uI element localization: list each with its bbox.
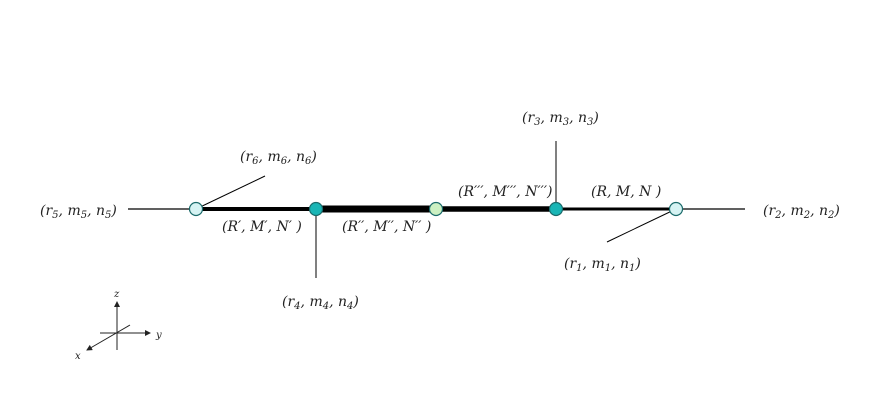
branch-r1-line	[606, 208, 677, 243]
branch-r6-line	[195, 175, 266, 210]
node-junction-r4	[308, 201, 324, 217]
coordinate-axes: z y x	[75, 289, 162, 362]
label-r1: (r1, m1, n1)	[564, 256, 641, 274]
y-axis-label: y	[155, 330, 162, 341]
node-junction-r3	[548, 201, 564, 217]
label-r3: (r3, m3, n3)	[522, 110, 599, 128]
node-middle	[428, 201, 444, 217]
label-r4: (r4, m4, n4)	[282, 294, 359, 312]
label-r5: (r5, m5, n5)	[40, 203, 117, 221]
label-segment-1: (R′, M′, N′ )	[222, 219, 302, 235]
label-r2: (r2, m2, n2)	[763, 203, 840, 221]
node-left-end	[188, 201, 204, 217]
node-right-end	[668, 201, 684, 217]
label-segment-3: (R′′′, M′′′, N′′′)	[458, 184, 552, 200]
x-axis-line	[86, 324, 131, 351]
z-axis-label: z	[113, 289, 120, 300]
x-axis-label: x	[75, 351, 81, 362]
label-segment-2: (R′′, M′′, N′′ )	[342, 219, 431, 235]
label-r6: (r6, m6, n6)	[240, 149, 317, 167]
label-segment-4: (R, M, N )	[591, 184, 661, 200]
